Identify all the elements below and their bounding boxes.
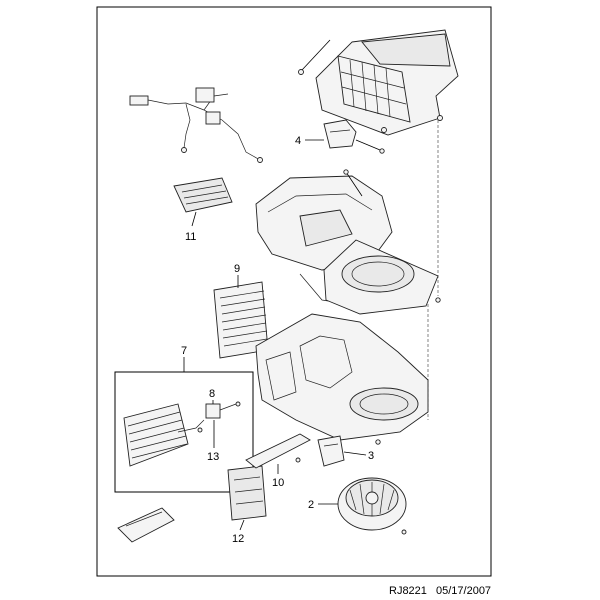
seal-pad-part-12 [227,465,267,521]
callout-4: 4 [295,135,301,147]
resistor-part-4 [323,119,385,154]
inlet-ring-frame [323,120,441,420]
callout-11: 11 [185,231,196,243]
callout-2: 2 [308,499,314,511]
lever-part-3 [317,435,345,467]
bracket-part-10 [245,433,311,469]
leader-lines [183,139,367,531]
lower-blower-case [255,313,429,445]
wiring-harness [129,87,263,163]
diagram-frame [96,6,492,577]
callout-9: 9 [234,263,240,275]
air-inlet-housing [298,29,459,136]
blower-motor-part-2 [337,477,407,535]
callout-12: 12 [232,533,244,545]
callout-8: 8 [209,388,215,400]
callout-13: 13 [207,451,219,463]
callout-10: 10 [272,477,284,489]
drain-duct [117,507,175,543]
expansion-valve-part-8 [197,401,241,433]
evaporator-core [123,403,205,467]
diagram-reference-code: RJ8221 [389,585,427,597]
callout-3: 3 [368,450,374,462]
callout-7: 7 [181,345,187,357]
diagram-date: 05/17/2007 [436,585,491,597]
foam-pad-part-11 [173,177,233,213]
